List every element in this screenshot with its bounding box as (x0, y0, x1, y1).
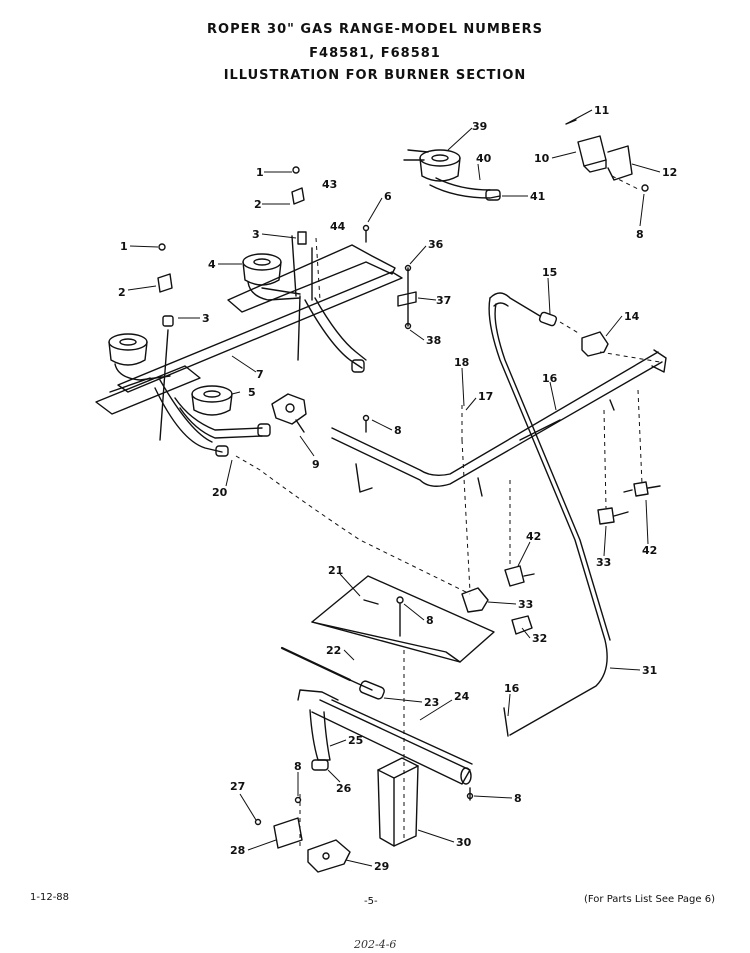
venturi-tube-front (174, 397, 263, 431)
callout-6: 6 (384, 190, 392, 203)
callout-25: 25 (348, 734, 363, 747)
oven-igniter (307, 839, 351, 873)
callout-2: 2 (254, 198, 262, 211)
footer-page-number: -5- (364, 896, 378, 907)
gas-line-top (489, 292, 541, 317)
burner-bracket-upper (227, 244, 396, 313)
dashed-connector-20 (235, 455, 471, 595)
callout-33: 33 (518, 598, 533, 611)
callout-40: 40 (476, 152, 492, 165)
burner-left (108, 333, 171, 381)
gas-line-31 (488, 297, 608, 736)
callout-23: 23 (424, 696, 439, 709)
callout-27: 27 (230, 780, 245, 793)
gas-manifold (331, 349, 667, 497)
burner-front (191, 385, 233, 416)
title-line-2: F48581, F68581 (309, 46, 441, 61)
callout-30: 30 (456, 836, 472, 849)
ignition-module (565, 119, 649, 192)
callout-1: 1 (120, 240, 128, 253)
burner-rear (242, 253, 301, 301)
callout-3: 3 (252, 228, 260, 241)
handwritten-note: 202-4-6 (354, 938, 397, 951)
callout-17: 17 (478, 390, 493, 403)
callout-36: 36 (428, 238, 444, 251)
callout-7: 7 (256, 368, 264, 381)
callout-42: 42 (526, 530, 541, 543)
callout-10: 10 (534, 152, 550, 165)
callout-8: 8 (426, 614, 434, 627)
callout-38: 38 (426, 334, 441, 347)
callout-16: 16 (542, 372, 558, 385)
callout-8: 8 (394, 424, 402, 437)
callout-12: 12 (662, 166, 677, 179)
callout-22: 22 (326, 644, 341, 657)
callout-1: 1 (256, 166, 264, 179)
igniter-bracket (273, 817, 303, 849)
callout-4: 4 (208, 258, 216, 271)
title-line-1: ROPER 30" GAS RANGE-MODEL NUMBERS (207, 22, 543, 37)
callout-32: 32 (532, 632, 547, 645)
callout-20: 20 (212, 486, 228, 499)
callout-39: 39 (472, 120, 487, 133)
callout-8: 8 (636, 228, 644, 241)
footer-parts-note: (For Parts List See Page 6) (584, 894, 715, 905)
callout-2: 2 (118, 286, 126, 299)
callout-18: 18 (454, 356, 469, 369)
sensing-tube (280, 646, 352, 682)
callout-43: 43 (322, 178, 337, 191)
burner-baffle (311, 575, 495, 663)
callout-26: 26 (336, 782, 352, 795)
burner-valve (271, 393, 307, 433)
callout-31: 31 (642, 664, 657, 677)
oven-orifice-tube (309, 709, 331, 761)
callout-28: 28 (230, 844, 245, 857)
igniter-cover (377, 757, 419, 847)
oven-valves (461, 481, 661, 635)
wire-clip (397, 291, 417, 307)
callout-29: 29 (374, 860, 389, 873)
callout-16: 16 (504, 682, 520, 695)
callout-37: 37 (436, 294, 451, 307)
oven-burner-tube (297, 689, 473, 785)
callout-8: 8 (514, 792, 522, 805)
callout-33: 33 (596, 556, 611, 569)
callout-8: 8 (294, 760, 302, 773)
callout-15: 15 (542, 266, 557, 279)
callout-11: 11 (594, 104, 609, 117)
callout-44: 44 (330, 220, 346, 233)
title-line-3: ILLUSTRATION FOR BURNER SECTION (223, 68, 527, 83)
callout-24: 24 (454, 690, 470, 703)
callout-42: 42 (642, 544, 657, 557)
callout-21: 21 (328, 564, 343, 577)
callout-9: 9 (312, 458, 320, 471)
callout-5: 5 (248, 386, 256, 399)
callout-14: 14 (624, 310, 640, 323)
callout-41: 41 (530, 190, 545, 203)
footer-date: 1-12-88 (30, 892, 70, 903)
burner-top-right (403, 149, 501, 201)
callout-3: 3 (202, 312, 210, 325)
